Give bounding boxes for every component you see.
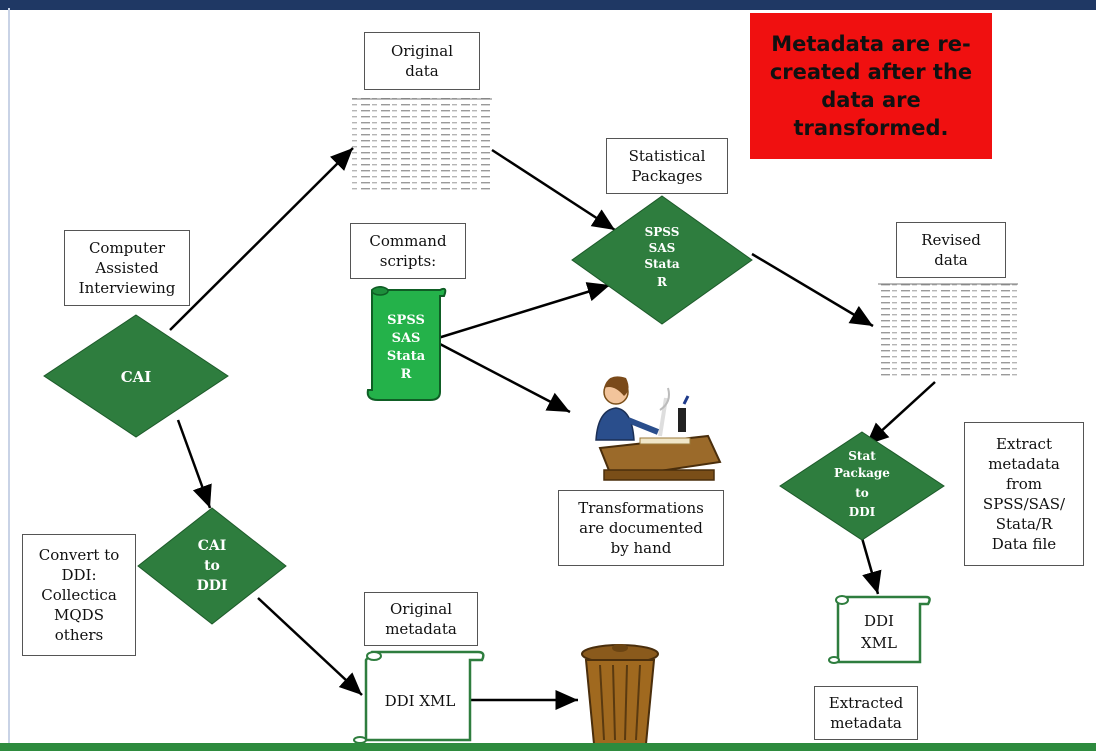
ddi-xml-bottom-scroll-icon: DDI XML xyxy=(353,650,485,744)
cai-to-ddi-diamond: CAI to DDI xyxy=(137,507,287,625)
statistical-packages-box: Statistical Packages xyxy=(606,138,728,194)
extract-line-3: from xyxy=(1006,475,1042,493)
extract-line-6: Data file xyxy=(991,535,1057,553)
convert-line-3: Collectica xyxy=(41,586,117,604)
transformations-line-1: Transformations xyxy=(578,499,704,517)
arrow-scripts-to-packages xyxy=(437,282,611,340)
scripts-line-4: R xyxy=(401,367,412,382)
extract-line-4: SPSS/SAS/ xyxy=(982,495,1066,513)
arrow-stat-ddi-to-ddi-xml xyxy=(860,537,882,595)
scripts-scroll-icon: SPSS SAS Stata R xyxy=(366,286,447,401)
original-metadata-line-1: Original xyxy=(389,600,453,618)
stat-packages-line-2: SAS xyxy=(649,241,676,255)
arrow-cai-to-original-data xyxy=(169,147,354,331)
arrow-packages-to-revised-data xyxy=(751,252,874,328)
cai-box-line-2: Assisted xyxy=(95,259,159,277)
statistical-packages-line-1: Statistical xyxy=(628,147,706,165)
metadata-callout: Metadata are re- created after the data … xyxy=(750,13,992,159)
revised-data-box: Revised data xyxy=(896,222,1006,278)
slide-frame xyxy=(8,8,1094,748)
revised-data-line-1: Revised xyxy=(921,231,981,249)
extract-metadata-box: Extract metadata from SPSS/SAS/ Stata/R … xyxy=(964,422,1084,566)
stat-package-to-ddi-diamond: Stat Package to DDI xyxy=(779,431,945,541)
ddi-xml-right-scroll-icon: DDI XML xyxy=(828,595,931,664)
command-scripts-box: Command scripts: xyxy=(350,223,466,279)
extracted-metadata-line-2: metadata xyxy=(830,714,902,732)
scripts-line-1: SPSS xyxy=(387,313,425,328)
ddi-xml-right-line-2: XML xyxy=(861,634,897,652)
revised-data-line-2: data xyxy=(934,251,968,269)
arrow-cai-to-cai-ddi xyxy=(176,419,212,509)
extracted-metadata-box: Extracted metadata xyxy=(814,686,918,740)
command-scripts-line-2: scripts: xyxy=(379,252,437,270)
ddi-xml-right-line-1: DDI xyxy=(864,612,894,630)
computer-assisted-interviewing-box: Computer Assisted Interviewing xyxy=(64,230,190,306)
person-writing-icon xyxy=(595,376,722,481)
statistical-packages-line-2: Packages xyxy=(631,167,703,185)
extract-line-1: Extract xyxy=(996,435,1052,453)
trash-can-icon xyxy=(581,644,659,745)
command-scripts-line-1: Command xyxy=(369,232,447,250)
cai-diamond-label: CAI xyxy=(121,368,152,386)
original-data-line-1: Original xyxy=(390,42,454,60)
arrow-revised-data-to-stat-ddi xyxy=(865,381,936,446)
cai-to-ddi-line-2: to xyxy=(204,558,220,574)
top-title-bar xyxy=(0,0,1096,10)
extract-line-2: metadata xyxy=(988,455,1060,473)
stat-ddi-line-4: DDI xyxy=(849,505,876,519)
arrow-scripts-to-scribe xyxy=(437,341,571,414)
callout-line-3: data are xyxy=(821,88,921,112)
convert-to-ddi-box: Convert to DDI: Collectica MQDS others xyxy=(22,534,136,656)
convert-line-4: MQDS xyxy=(54,606,104,624)
stat-packages-line-3: Stata xyxy=(644,257,680,271)
convert-line-2: DDI: xyxy=(61,566,97,584)
original-data-box: Original data xyxy=(364,32,480,90)
ddi-xml-bottom-label: DDI XML xyxy=(385,692,456,710)
convert-line-1: Convert to xyxy=(38,546,120,564)
callout-line-1: Metadata are re- xyxy=(771,32,971,56)
transformations-line-3: by hand xyxy=(610,539,672,557)
stat-packages-line-1: SPSS xyxy=(645,225,680,239)
original-data-line-2: data xyxy=(405,62,439,80)
stat-ddi-line-2: Package xyxy=(834,466,890,480)
cai-box-line-1: Computer xyxy=(88,239,166,257)
stat-ddi-line-1: Stat xyxy=(848,449,876,463)
bottom-bar xyxy=(0,743,1096,751)
extracted-metadata-line-1: Extracted xyxy=(828,694,904,712)
transformations-box: Transformations are documented by hand xyxy=(558,490,724,566)
revised-data-table-icon xyxy=(878,283,1018,379)
scripts-line-2: SAS xyxy=(392,331,421,346)
original-metadata-line-2: metadata xyxy=(385,620,457,638)
callout-line-2: created after the xyxy=(769,60,973,84)
cai-to-ddi-line-3: DDI xyxy=(197,578,228,594)
transformations-line-2: are documented xyxy=(579,519,703,537)
arrow-original-data-to-packages xyxy=(491,148,616,232)
original-metadata-box: Original metadata xyxy=(364,592,478,646)
stat-packages-line-4: R xyxy=(657,275,668,289)
arrow-cai-ddi-to-original-metadata xyxy=(257,597,363,696)
cai-to-ddi-line-1: CAI xyxy=(198,538,227,554)
cai-box-line-3: Interviewing xyxy=(78,279,176,297)
extract-line-5: Stata/R xyxy=(995,515,1053,533)
original-data-table-icon xyxy=(352,98,492,194)
stat-ddi-line-3: to xyxy=(855,486,869,500)
cai-diamond: CAI xyxy=(43,314,229,438)
scripts-line-3: Stata xyxy=(387,349,426,364)
convert-line-5: others xyxy=(54,626,104,644)
callout-line-4: transformed. xyxy=(793,116,949,140)
stat-packages-diamond: SPSS SAS Stata R xyxy=(571,195,753,325)
